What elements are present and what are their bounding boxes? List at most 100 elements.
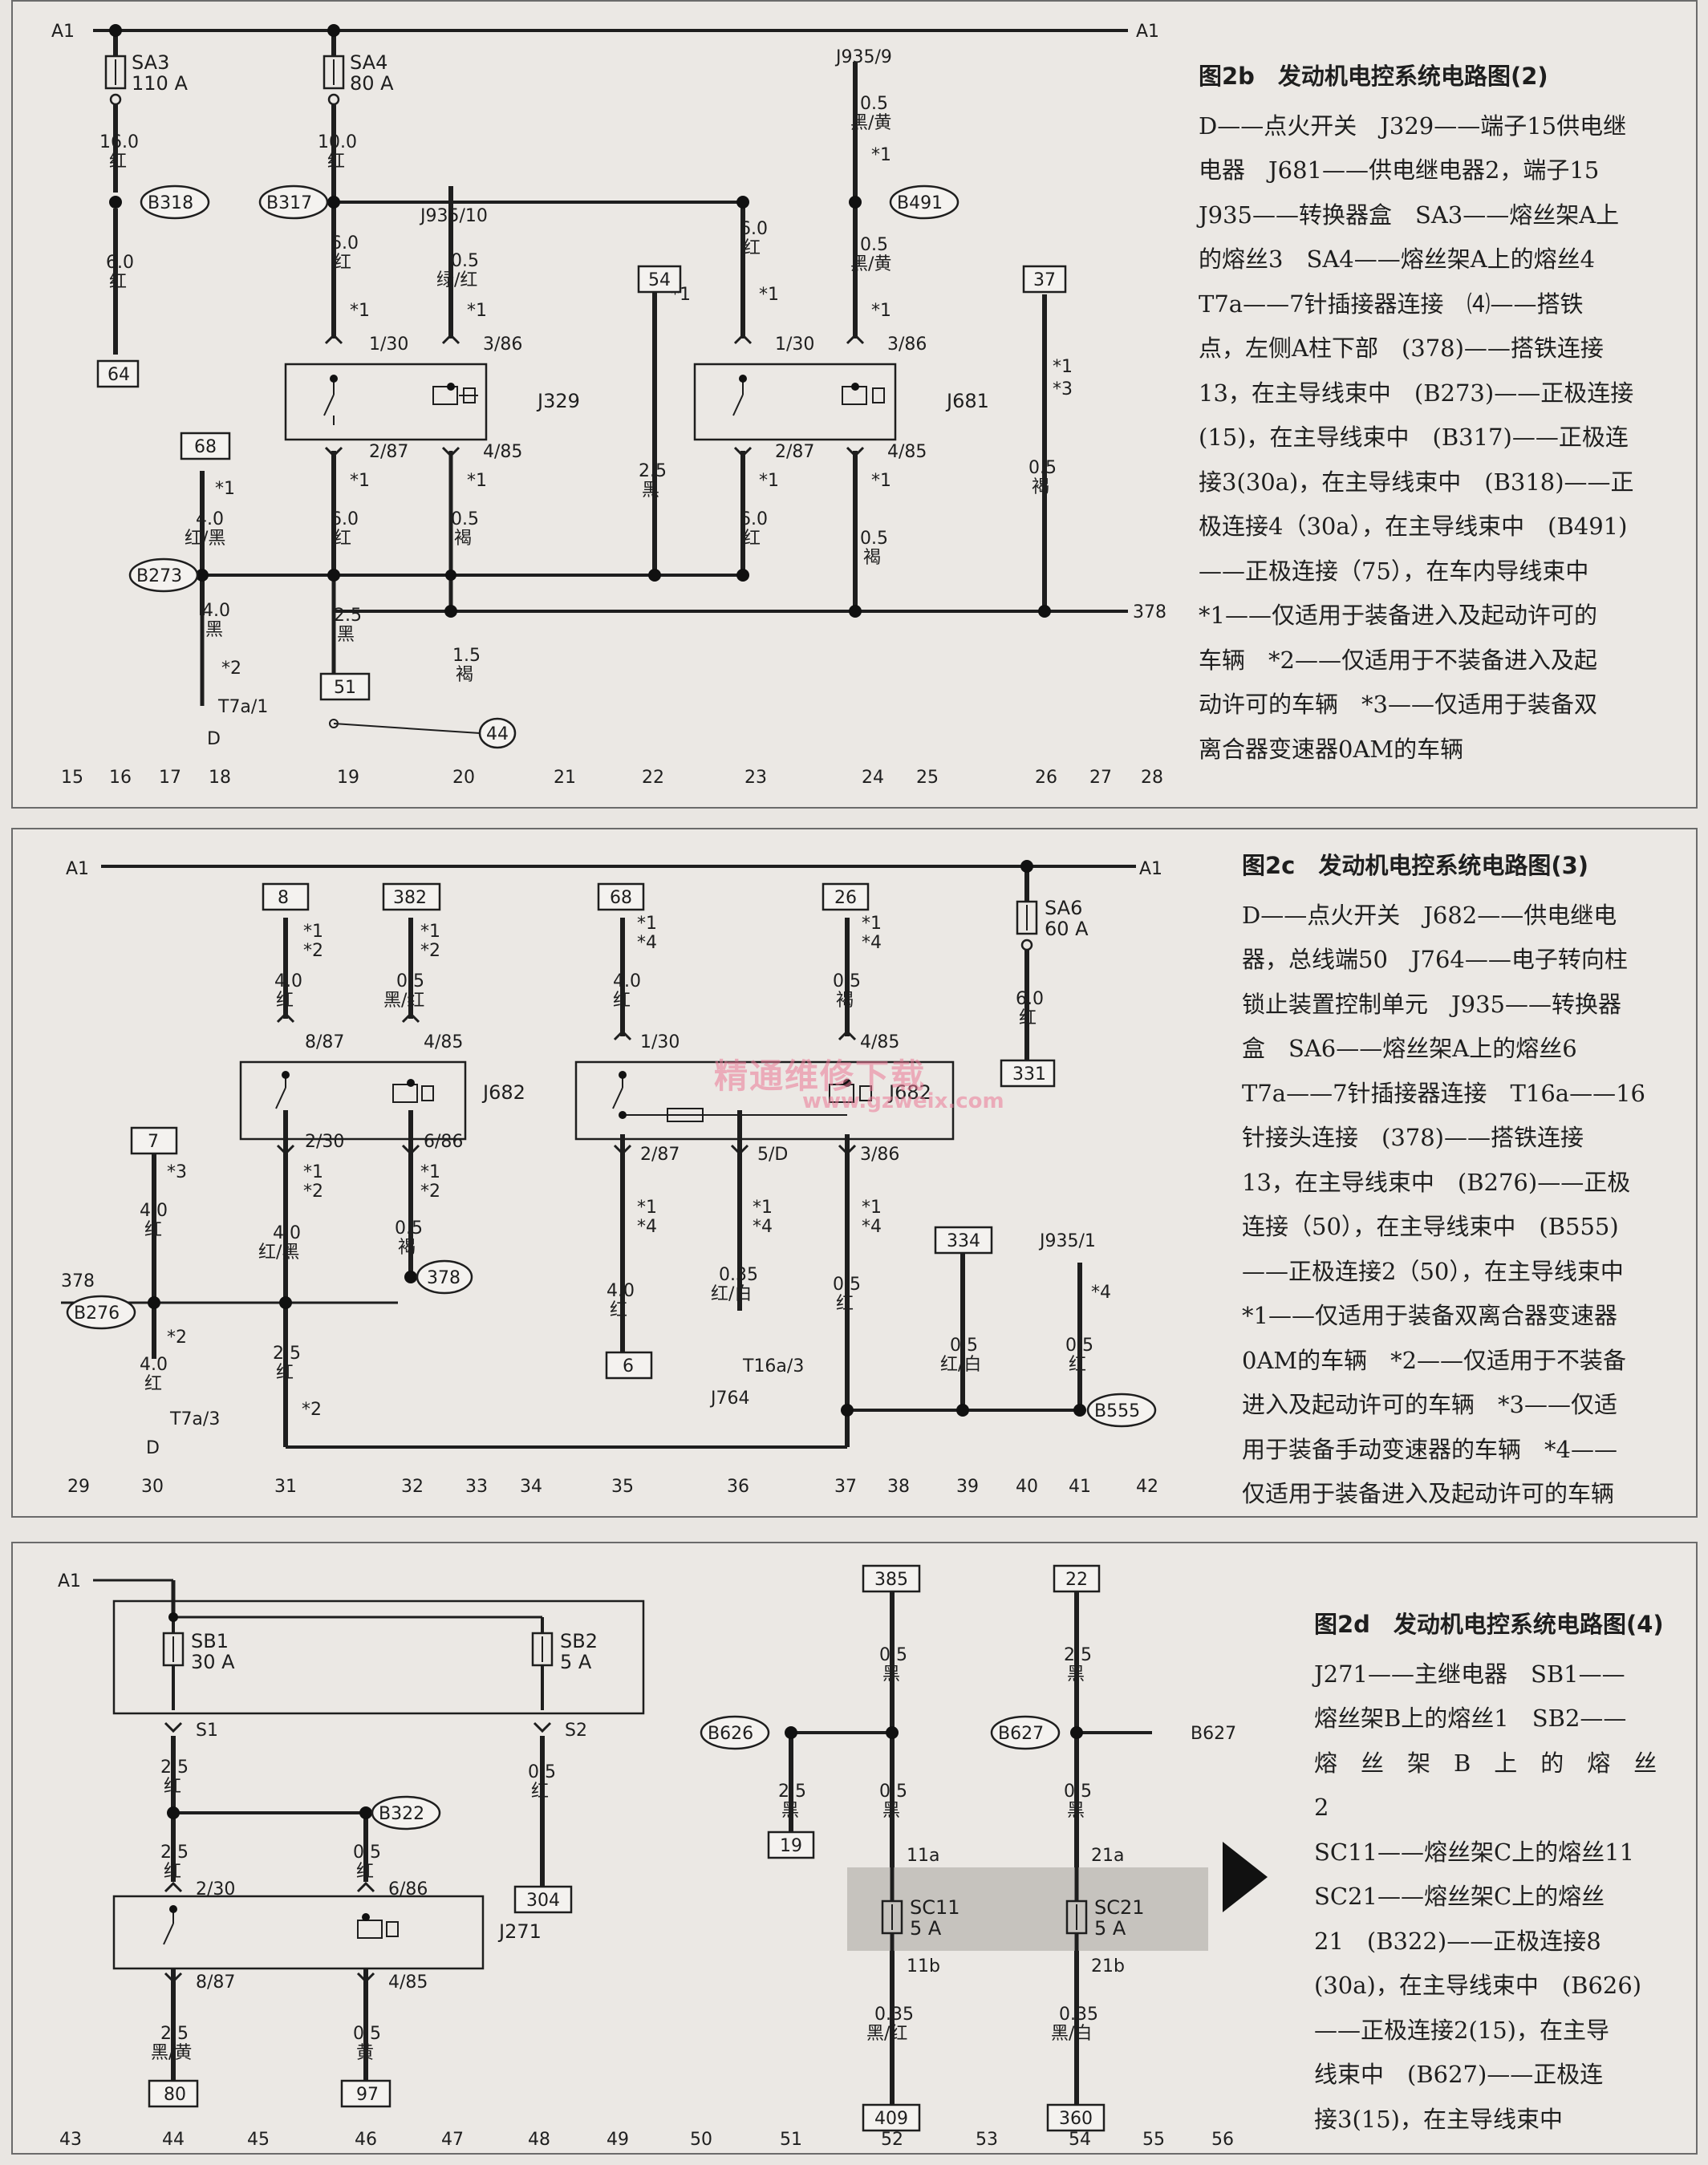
- wire-color: 红: [334, 529, 351, 549]
- wire-color: 黑: [337, 625, 355, 645]
- column-number: 22: [642, 768, 664, 788]
- fuse-rating: 110 A: [132, 72, 188, 95]
- wire-size: 0.5: [860, 94, 888, 114]
- connector-box: 68: [610, 888, 632, 908]
- wire-size: 10.0: [318, 132, 357, 152]
- note-mark: *4: [1091, 1283, 1111, 1303]
- wire-color: 黑/黄: [151, 2043, 192, 2063]
- pin-label: 1/30: [640, 1032, 680, 1052]
- wire-size: 6.0: [740, 219, 768, 239]
- wire-size: 0.5: [353, 1843, 381, 1863]
- rail-label: A1: [58, 1571, 81, 1591]
- column-number: 20: [452, 768, 475, 788]
- wire-color: 红: [144, 1374, 162, 1394]
- wire-color: 红: [356, 1862, 374, 1882]
- ref-label: J935/10: [419, 206, 488, 226]
- caption-line: 盒 SA6——熔丝架A上的熔丝6: [1242, 1035, 1577, 1062]
- column-number: 39: [956, 1477, 979, 1497]
- caption-line: 离合器变速器0AM的车辆: [1199, 735, 1464, 763]
- connector-box: 7: [148, 1132, 159, 1152]
- note-mark: *1: [1053, 357, 1073, 377]
- wire-size: 0.35: [874, 2005, 914, 2025]
- column-number: 18: [209, 768, 231, 788]
- note-mark: *2: [167, 1328, 187, 1348]
- node-label: 378: [427, 1268, 460, 1288]
- wire-color: 褐: [863, 548, 881, 568]
- column-number: 24: [862, 768, 884, 788]
- watermark-text: 精通维修下载: [714, 1056, 927, 1096]
- wire-color: 黑/红: [383, 991, 424, 1011]
- caption-line: 进入及起动许可的车辆 *3——仅适: [1242, 1391, 1617, 1418]
- ref-label: T7a/1: [217, 697, 268, 717]
- wire-color: 红: [164, 1777, 181, 1797]
- wire-size: 0.5: [879, 1782, 907, 1802]
- note-mark: *2: [302, 1400, 322, 1420]
- wire-size: 6.0: [106, 253, 134, 273]
- wire-size: 2.5: [160, 2024, 189, 2044]
- ref-label: J935/9: [834, 47, 892, 67]
- note-mark: *1: [467, 471, 487, 491]
- fuse-rating: 5 A: [1094, 1917, 1126, 1940]
- column-number: 43: [59, 2130, 82, 2150]
- caption-line: 动许可的车辆 *3——仅适用于装备双: [1199, 691, 1597, 718]
- note-mark: *1: [467, 301, 487, 321]
- caption-line: ——正极连接2（50），在主导线束中: [1242, 1257, 1624, 1285]
- pin-label: 21b: [1091, 1956, 1125, 1976]
- wire-color: 红/白: [940, 1355, 981, 1375]
- fuse-name: SA6: [1045, 897, 1082, 919]
- rail-label: A1: [1139, 859, 1162, 879]
- note-mark: *1: [303, 922, 323, 942]
- caption-line: ——正极连接（75），在车内导线束中: [1199, 557, 1589, 585]
- caption-line: T7a——7针插接器连接 T16a——16: [1242, 1079, 1645, 1107]
- wire-size: 2.5: [1064, 1645, 1092, 1665]
- note-mark: *1: [350, 471, 370, 491]
- pin-label: 3/86: [860, 1145, 899, 1165]
- pin-label: 4/85: [483, 442, 522, 462]
- caption-line: 车辆 *2——仅适用于不装备进入及起: [1199, 646, 1597, 674]
- wire-color: 褐: [1032, 477, 1049, 497]
- wire-size: 6.0: [331, 233, 359, 253]
- fuse-name: SB1: [191, 1630, 229, 1652]
- pin-label: 4/85: [887, 442, 927, 462]
- pin-label: 1/30: [775, 334, 814, 355]
- wire-size: 6.0: [740, 509, 768, 529]
- caption-line: *1——仅适用于装备进入及起动许可的: [1199, 602, 1597, 629]
- wire-color: 黑/黄: [850, 113, 891, 133]
- caption-line: 21 (B322)——正极连接8: [1314, 1927, 1601, 1955]
- node-label: B555: [1094, 1401, 1140, 1421]
- pin-label: 11b: [907, 1956, 940, 1976]
- diagram-panel-2b: A1 A1 SA3 110 A SA4 80 A 16.0 红 6.0 红 10…: [11, 0, 1698, 809]
- caption-2b: 图2b 发动机电控系统电路图(2) D——点火开关 J329——端子15供电继 …: [1199, 55, 1688, 772]
- wire-color: 红: [531, 1782, 549, 1802]
- wire-color: 黑: [882, 1801, 900, 1821]
- wire-size: 0.5: [528, 1762, 556, 1782]
- note-mark: *1: [420, 922, 440, 942]
- caption-title: 图2c 发动机电控系统电路图(3): [1242, 852, 1589, 879]
- component-label: J681: [945, 390, 989, 412]
- note-mark: *1: [862, 914, 882, 934]
- connector-box: 64: [108, 365, 130, 385]
- node-label: B276: [74, 1303, 120, 1324]
- wire-color: 红: [109, 272, 127, 292]
- fuse-rating: 80 A: [350, 72, 394, 95]
- wire-color: 褐: [398, 1238, 416, 1258]
- wire-color: 红: [144, 1220, 162, 1240]
- wire-color: 红: [1069, 1355, 1086, 1375]
- connector-box: 37: [1033, 270, 1056, 290]
- wire-size: 2.5: [778, 1782, 806, 1802]
- connector-box: 8: [278, 888, 289, 908]
- node-label: B322: [379, 1804, 424, 1824]
- wire-color: 褐: [454, 529, 472, 549]
- fuse-name: SC21: [1094, 1896, 1145, 1919]
- ref-label: D: [146, 1438, 160, 1458]
- pin-label: 6/86: [424, 1132, 463, 1152]
- connector-box: 51: [334, 678, 356, 698]
- wire-size: 4.0: [607, 1281, 635, 1301]
- pin-label: 2/87: [369, 442, 408, 462]
- column-number: 53: [976, 2130, 998, 2150]
- rail-label: A1: [66, 859, 89, 879]
- wire-color: 红/黑: [185, 529, 225, 549]
- pin-label: 2/87: [775, 442, 814, 462]
- caption-line: *1——仅适用于装备双离合器变速器: [1242, 1302, 1617, 1329]
- caption-line: 连接（50），在主导线束中 (B555): [1242, 1213, 1619, 1240]
